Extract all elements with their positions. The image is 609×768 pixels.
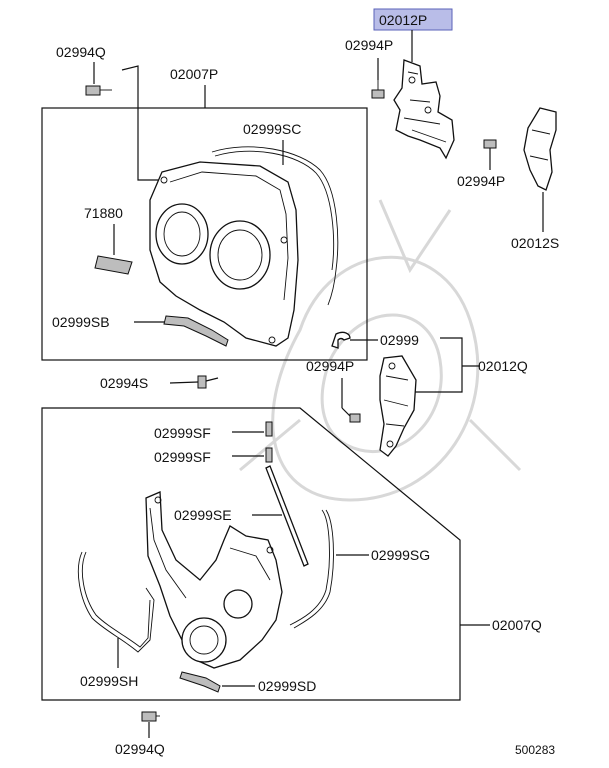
label-02012Q[interactable]: 02012Q <box>478 358 528 374</box>
label-71880[interactable]: 71880 <box>84 205 123 221</box>
bolt-02994P-low <box>341 407 361 423</box>
lower-timing-cover <box>145 491 283 669</box>
bolt-02994Q-bottom <box>141 711 160 738</box>
seal-02999SE <box>265 465 309 567</box>
label-02994P-low[interactable]: 02994P <box>306 358 354 374</box>
label-02999SF-2[interactable]: 02999SF <box>154 449 211 465</box>
seal-02999SF-2 <box>265 447 273 463</box>
label-02999[interactable]: 02999 <box>380 332 419 348</box>
label-02012P[interactable]: 02012P <box>379 12 427 28</box>
seal-02999SF-1 <box>265 421 273 437</box>
group-box-02007P <box>41 107 368 361</box>
label-02999SD[interactable]: 02999SD <box>258 678 316 694</box>
group-box-02007Q <box>41 407 461 701</box>
seal-02999SB <box>163 315 229 347</box>
label-02999SH[interactable]: 02999SH <box>80 673 138 689</box>
label-02012S[interactable]: 02012S <box>511 235 559 251</box>
highlight-box-02012P <box>373 8 453 31</box>
label-02999SE[interactable]: 02999SE <box>174 507 232 523</box>
seal-02999SG <box>289 509 330 626</box>
seal-02999SD <box>179 671 221 693</box>
label-02994Q-bottom[interactable]: 02994Q <box>115 741 165 757</box>
bolt-02994P-mid <box>483 139 497 170</box>
upper-timing-cover <box>149 161 299 347</box>
label-02007P[interactable]: 02007P <box>170 66 218 82</box>
bolt-02994Q-top <box>85 62 112 96</box>
bolt-02994S <box>197 375 219 389</box>
label-02994P-top[interactable]: 02994P <box>345 37 393 53</box>
diagram-code: 500283 <box>515 743 555 757</box>
label-02994S[interactable]: 02994S <box>100 375 148 391</box>
label-02007Q[interactable]: 02007Q <box>492 617 542 633</box>
label-02994P-mid[interactable]: 02994P <box>457 173 505 189</box>
seal-02999 <box>331 331 351 349</box>
seal-02999SC <box>211 146 339 306</box>
watermark <box>239 199 522 502</box>
bracket-02012S <box>523 107 557 191</box>
seal-02999SH <box>77 551 155 653</box>
label-plate-71880 <box>94 255 133 275</box>
label-02999SB[interactable]: 02999SB <box>52 314 110 330</box>
label-02999SC[interactable]: 02999SC <box>243 121 301 137</box>
bolt-02994P-top <box>371 58 385 99</box>
label-02999SF-1[interactable]: 02999SF <box>154 425 211 441</box>
label-02999SG[interactable]: 02999SG <box>371 547 430 563</box>
bracket-02012Q <box>379 355 417 457</box>
label-02994Q-top[interactable]: 02994Q <box>56 44 106 60</box>
bracket-02012P <box>393 59 455 160</box>
